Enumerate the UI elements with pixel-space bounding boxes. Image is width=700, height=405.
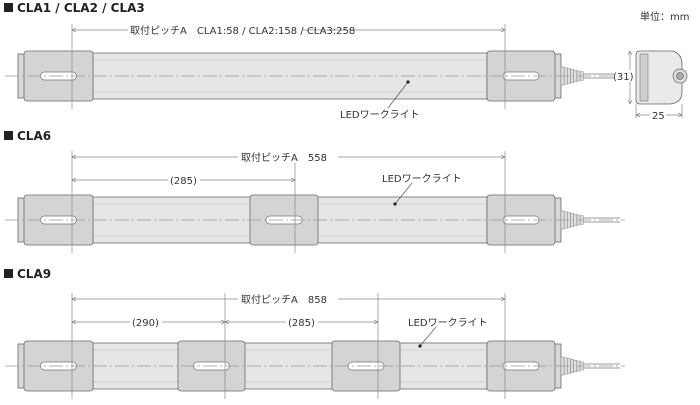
lamp-tube bbox=[92, 342, 488, 390]
side-width-label: 25 bbox=[652, 111, 665, 122]
section-bullet bbox=[4, 131, 13, 140]
led-label: LEDワークライト bbox=[340, 109, 420, 121]
pitch-label: 取付ピッチA 858 bbox=[241, 293, 327, 306]
led-pointer-dot bbox=[418, 344, 422, 348]
strain-relief bbox=[573, 359, 578, 373]
lamp-tube bbox=[92, 52, 488, 100]
unit-label: 単位：mm bbox=[640, 10, 689, 23]
strain-relief bbox=[573, 69, 578, 83]
section-title-cla9: CLA9 bbox=[17, 267, 51, 281]
pitch-label: 取付ピッチA CLA1:58 / CLA2:158 / CLA3:258 bbox=[130, 24, 355, 37]
sub-dimension-label: (290) bbox=[132, 318, 159, 329]
section-bullet bbox=[4, 269, 13, 278]
sub-dimension-label: (285) bbox=[170, 176, 197, 187]
led-pointer-dot bbox=[393, 202, 397, 206]
pitch-label: 取付ピッチA 558 bbox=[241, 151, 327, 164]
sub-dimension-label: (285) bbox=[288, 318, 315, 329]
led-pointer-dot bbox=[406, 80, 410, 84]
strain-relief bbox=[573, 213, 578, 227]
side-view bbox=[630, 50, 688, 120]
led-label: LEDワークライト bbox=[382, 173, 462, 185]
section-title-cla1-3: CLA1 / CLA2 / CLA3 bbox=[17, 1, 145, 15]
led-label: LEDワークライト bbox=[408, 317, 488, 329]
section-bullet bbox=[4, 3, 13, 12]
side-height-label: (31) bbox=[613, 72, 634, 83]
section-title-cla6: CLA6 bbox=[17, 129, 51, 143]
